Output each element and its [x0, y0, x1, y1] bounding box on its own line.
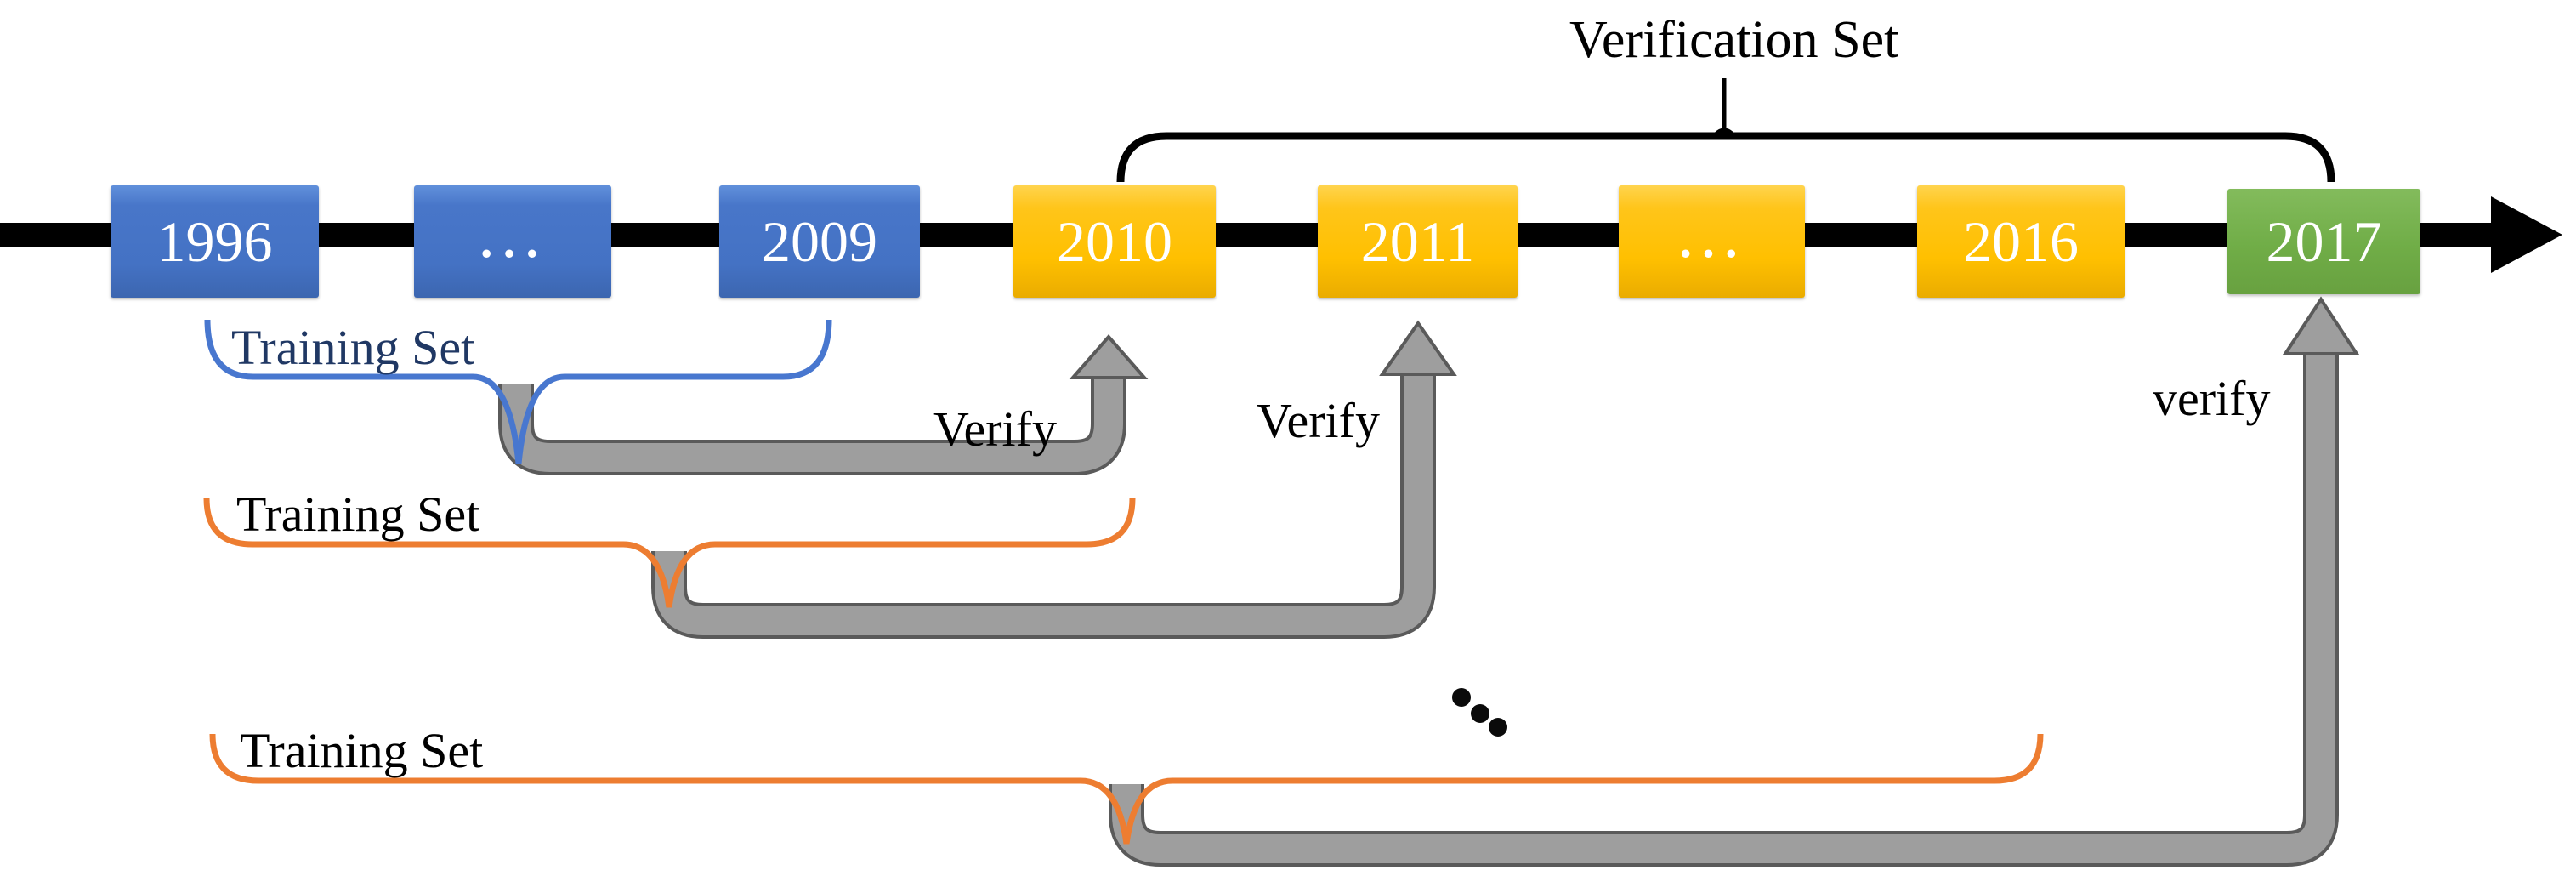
verify-label-1: Verify [933, 401, 1057, 457]
year-label: 1996 [156, 209, 273, 274]
year-box-ellipsis-gold: … [1619, 185, 1805, 298]
verify-arrow-1-head [1069, 333, 1149, 379]
ellipsis-dot [1471, 704, 1489, 723]
timeline-axis-arrowhead [2491, 196, 2562, 273]
verify-label-3: verify [2153, 371, 2271, 426]
ellipsis-dot [1452, 688, 1471, 707]
training-set-label-2: Training Set [236, 486, 480, 542]
year-box-2010: 2010 [1013, 185, 1216, 298]
training-brace-2 [203, 498, 1136, 608]
year-box-2017: 2017 [2227, 189, 2420, 294]
training-set-label-1: Training Set [231, 320, 475, 375]
year-label: 2009 [762, 209, 877, 274]
verification-overbrace-path [1116, 132, 2335, 183]
year-box-ellipsis-blue: … [414, 185, 611, 298]
timeline-axis [0, 196, 2562, 273]
year-label: 2017 [2266, 209, 2382, 274]
year-label: 2010 [1057, 209, 1172, 274]
year-label: 2011 [1360, 209, 1475, 274]
verify-label-2: Verify [1257, 393, 1380, 448]
verify-arrow-3-head [2282, 296, 2360, 355]
year-box-2009: 2009 [719, 185, 920, 298]
verification-overbrace-tick [1714, 78, 1734, 136]
year-box-1996: 1996 [111, 185, 319, 298]
training-brace-1 [204, 319, 832, 464]
verify-arrow-2-head [1379, 320, 1457, 376]
ellipsis-dots-icon [1452, 688, 1507, 737]
training-set-label-3: Training Set [240, 723, 484, 778]
year-box-2016: 2016 [1917, 185, 2125, 298]
year-label: … [475, 197, 550, 272]
year-label: … [1674, 197, 1750, 272]
training-brace-3 [209, 733, 2044, 845]
year-box-2011: 2011 [1318, 185, 1518, 298]
verification-overbrace [1116, 78, 2335, 183]
ellipsis-dot [1489, 718, 1507, 737]
year-label: 2016 [1963, 209, 2079, 274]
verification-set-label: Verification Set [1569, 11, 1899, 69]
